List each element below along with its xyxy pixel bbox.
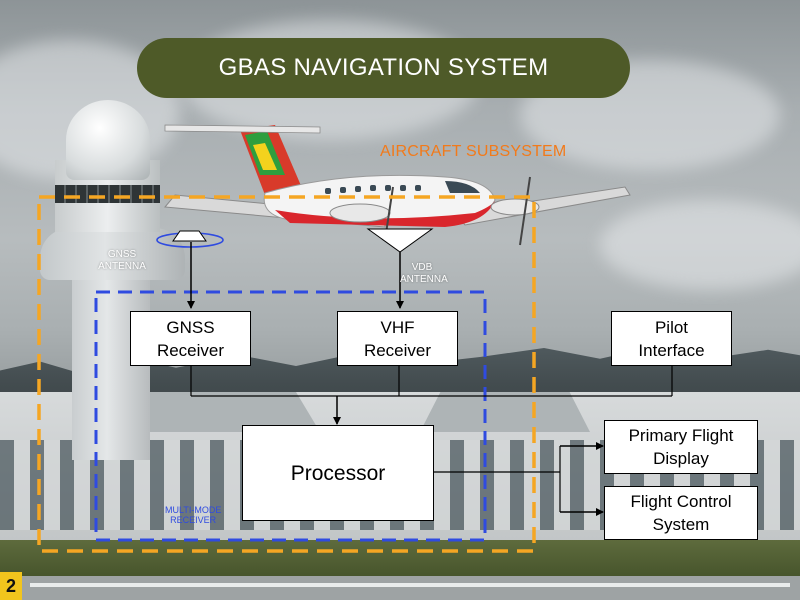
flight-control-system-box: Flight Control System [604, 486, 758, 540]
primary-flight-display-label: Primary Flight Display [628, 426, 734, 468]
grass-strip [0, 540, 800, 576]
primary-flight-display-box: Primary Flight Display [604, 420, 758, 474]
flight-control-system-label: Flight Control System [630, 492, 732, 534]
runway-line [30, 583, 790, 587]
vdb-antenna-icon [366, 228, 434, 253]
runway [0, 576, 800, 600]
gnss-receiver-label: GNSS Receiver [156, 317, 225, 360]
radar-dome [66, 100, 150, 180]
aircraft-illustration [164, 124, 631, 246]
page-title: GBAS NAVIGATION SYSTEM [218, 54, 549, 81]
terminal-roof [420, 392, 590, 432]
title-banner: GBAS NAVIGATION SYSTEM [137, 38, 630, 98]
vhf-receiver-label: VHF Receiver [363, 317, 432, 360]
runway-marker-sign: 2 [0, 572, 22, 600]
processor-box: Processor [242, 425, 434, 521]
aircraft-subsystem-label: AIRCRAFT SUBSYSTEM [380, 143, 567, 160]
gnss-antenna-label: GNSS ANTENNA [98, 249, 146, 272]
vhf-receiver-box: VHF Receiver [337, 311, 458, 366]
multi-mode-receiver-frame [94, 290, 487, 542]
vdb-antenna-label: VDB ANTENNA [400, 262, 448, 285]
gnss-receiver-box: GNSS Receiver [130, 311, 251, 366]
gnss-antenna-icon [156, 230, 224, 248]
pilot-interface-box: Pilot Interface [611, 311, 732, 366]
processor-label: Processor [290, 461, 386, 485]
multi-mode-receiver-label: MULTI-MODE RECEIVER [165, 505, 222, 525]
control-tower-windows [55, 185, 160, 203]
pilot-interface-label: Pilot Interface [638, 317, 705, 360]
